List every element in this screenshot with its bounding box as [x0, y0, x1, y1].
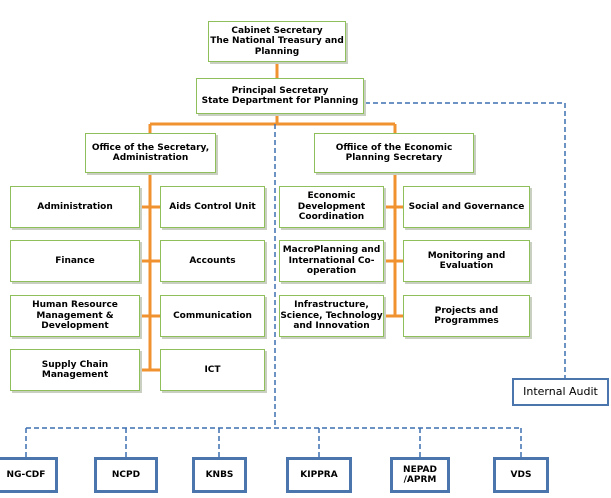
- agency-label: KIPPRA: [300, 469, 338, 480]
- ps-subtitle: State Department for Planning: [201, 96, 359, 106]
- unit-label: Administration: [37, 201, 113, 212]
- unit-human-resource: Human Resource Management & Development: [10, 295, 140, 337]
- unit-communication: Communication: [160, 295, 265, 337]
- agency-label: NCPD: [111, 469, 141, 480]
- principal-secretary-box: Principal Secretary State Department for…: [196, 78, 364, 114]
- cabinet-subtitle: The National Treasury and Planning: [210, 36, 344, 57]
- econ-office-label: Offiice of the Economic Planning Secreta…: [335, 142, 453, 163]
- agency-vds: VDS: [493, 457, 549, 493]
- agency-nepad-aprm: NEPAD /APRM: [390, 457, 450, 493]
- unit-monitoring-evaluation: Monitoring and Evaluation: [403, 240, 530, 282]
- unit-label: Economic Development Coordination: [297, 191, 366, 223]
- unit-label: MacroPlanning and International Co-opera…: [282, 245, 381, 277]
- agency-label: KNBS: [205, 469, 234, 480]
- unit-infrastructure: Infrastructure, Science, Technology and …: [279, 295, 384, 337]
- unit-label: ICT: [204, 364, 221, 375]
- unit-label: Monitoring and Evaluation: [427, 250, 506, 271]
- unit-social-governance: Social and Governance: [403, 186, 530, 228]
- unit-label: Communication: [173, 310, 252, 321]
- unit-accounts: Accounts: [160, 240, 265, 282]
- unit-macroplanning: MacroPlanning and International Co-opera…: [279, 240, 384, 282]
- agency-label: VDS: [510, 469, 532, 480]
- unit-label: Accounts: [189, 255, 236, 266]
- unit-label: Human Resource Management & Development: [32, 300, 118, 332]
- unit-label: Social and Governance: [408, 201, 525, 212]
- unit-supply-chain: Supply Chain Management: [10, 349, 140, 391]
- agency-ng-cdf: NG-CDF: [0, 457, 58, 493]
- unit-label: Aids Control Unit: [169, 201, 256, 212]
- cabinet-secretary-box: Cabinet Secretary The National Treasury …: [208, 21, 346, 62]
- admin-office-box: Office of the Secretary, Administration: [85, 133, 216, 173]
- unit-label: Projects and Programmes: [434, 305, 499, 326]
- unit-label: Supply Chain Management: [41, 359, 109, 380]
- agency-ncpd: NCPD: [94, 457, 158, 493]
- unit-projects-programmes: Projects and Programmes: [403, 295, 530, 337]
- internal-audit-label: Internal Audit: [523, 384, 598, 398]
- ps-title: Principal Secretary: [231, 85, 329, 96]
- agency-knbs: KNBS: [192, 457, 247, 493]
- internal-audit-box: Internal Audit: [512, 378, 609, 406]
- unit-finance: Finance: [10, 240, 140, 282]
- unit-label: Infrastructure, Science, Technology and …: [280, 300, 383, 332]
- agency-label: NEPAD /APRM: [403, 464, 437, 485]
- agency-label: NG-CDF: [6, 469, 46, 480]
- agency-kippra: KIPPRA: [286, 457, 352, 493]
- admin-office-label: Office of the Secretary, Administration: [91, 142, 210, 163]
- unit-label: Finance: [55, 255, 95, 266]
- cabinet-title: Cabinet Secretary: [231, 25, 323, 36]
- unit-ict: ICT: [160, 349, 265, 391]
- econ-office-box: Offiice of the Economic Planning Secreta…: [314, 133, 474, 173]
- unit-economic-development: Economic Development Coordination: [279, 186, 384, 228]
- unit-aids-control: Aids Control Unit: [160, 186, 265, 228]
- unit-administration: Administration: [10, 186, 140, 228]
